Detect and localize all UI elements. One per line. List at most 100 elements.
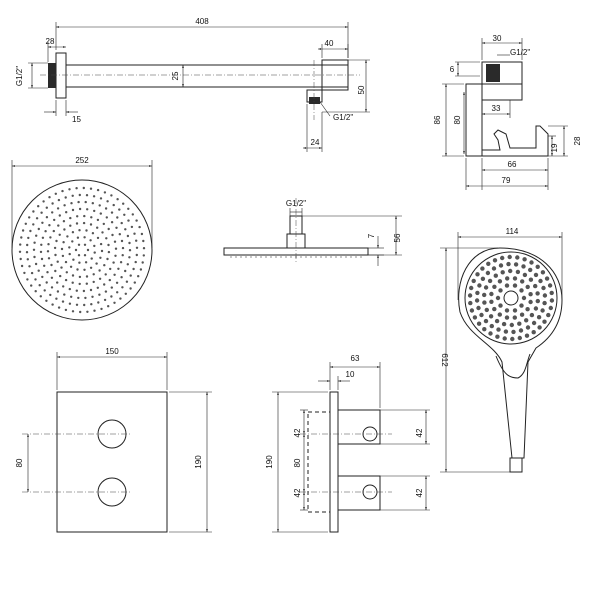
- holder-inner-offset-label: 33: [492, 104, 501, 113]
- nozzle-dot: [535, 264, 540, 269]
- nozzle-dot: [501, 321, 507, 327]
- nozzle-dot: [41, 275, 44, 279]
- hand-shower-outline: [458, 247, 563, 459]
- nozzle-dot: [474, 298, 480, 303]
- nozzle-dot: [128, 241, 131, 245]
- nozzle-dot: [83, 236, 86, 239]
- nozzle-dot: [140, 232, 144, 236]
- nozzle-dot: [61, 300, 65, 303]
- nozzle-dot: [96, 236, 100, 240]
- nozzle-dot: [78, 229, 81, 232]
- nozzle-dot: [107, 305, 110, 308]
- holder-thread-label: G1/2": [510, 48, 530, 57]
- nozzle-dot: [105, 237, 108, 240]
- nozzle-dot: [55, 239, 58, 243]
- nozzle-dot: [20, 236, 23, 239]
- nozzle-dot: [528, 299, 533, 305]
- nozzle-dot: [64, 260, 68, 264]
- nozzle-dot: [92, 195, 96, 198]
- nozzle-dot: [120, 276, 123, 279]
- hand-shower-face: [464, 251, 558, 345]
- nozzle-dot: [96, 188, 100, 192]
- holder-body-height-label: 80: [453, 115, 462, 124]
- nozzle-dot: [92, 280, 95, 284]
- nozzle-dot: [111, 233, 114, 237]
- nozzle-dot: [69, 224, 72, 227]
- nozzle-dot: [542, 319, 547, 324]
- nozzle-dot: [509, 322, 514, 328]
- nozzle-dot: [18, 250, 22, 253]
- arm-drop-label: 50: [357, 85, 366, 94]
- holder-hook: [482, 125, 549, 157]
- nozzle-dot: [126, 263, 129, 266]
- nozzle-dot: [45, 281, 48, 284]
- arm-tube-height-label: 25: [171, 71, 180, 80]
- nozzle-dot: [46, 271, 49, 274]
- nozzle-dot: [128, 256, 131, 259]
- nozzle-dot: [83, 214, 86, 218]
- nozzle-dot: [35, 234, 38, 237]
- valve-side-plate-label: 10: [346, 370, 355, 379]
- nozzle-dot: [132, 267, 135, 271]
- head-nozzle-pattern: [18, 186, 146, 314]
- nozzle-dot: [60, 247, 64, 251]
- hand-width-label: 114: [506, 227, 519, 236]
- nozzle-dot: [133, 232, 136, 235]
- hand-shower-button: [495, 353, 531, 379]
- nozzle-dot: [103, 283, 106, 286]
- nozzle-dot: [502, 336, 507, 341]
- nozzle-dot: [531, 330, 536, 335]
- nozzle-dot: [497, 312, 502, 317]
- nozzle-dot: [116, 291, 119, 294]
- nozzle-dot: [78, 261, 81, 264]
- nozzle-dot: [517, 321, 522, 326]
- nozzle-dot: [57, 306, 61, 309]
- nozzle-dot: [131, 213, 134, 216]
- nozzle-dot: [121, 254, 124, 257]
- nozzle-dot: [495, 295, 501, 301]
- nozzle-dot: [82, 186, 86, 190]
- nozzle-dot: [123, 213, 126, 216]
- nozzle-dot: [29, 229, 32, 233]
- nozzle-dot: [479, 312, 484, 318]
- nozzle-dot: [100, 249, 104, 253]
- nozzle-dot: [548, 305, 553, 311]
- nozzle-dot: [533, 272, 539, 278]
- nozzle-dot: [469, 285, 474, 291]
- nozzle-dot: [71, 281, 74, 284]
- nozzle-dot: [531, 320, 537, 326]
- nozzle-dot: [91, 232, 95, 235]
- nozzle-dot: [540, 270, 546, 275]
- nozzle-dot: [48, 196, 51, 199]
- holder-top-block: [481, 61, 523, 85]
- nozzle-dot: [483, 285, 489, 290]
- nozzle-dot: [32, 210, 35, 213]
- nozzle-dot: [492, 284, 497, 289]
- nozzle-dot: [528, 277, 534, 282]
- nozzle-dot: [549, 290, 554, 296]
- arm-wall-flange: [55, 52, 67, 99]
- nozzle-dot: [77, 296, 80, 300]
- nozzle-dot: [54, 269, 57, 273]
- valve-side-knob-top: [337, 409, 381, 445]
- nozzle-dot: [498, 303, 503, 308]
- nozzle-dot: [508, 268, 513, 274]
- nozzle-dot: [46, 250, 50, 253]
- nozzle-dot: [505, 276, 510, 281]
- nozzle-dot: [57, 198, 61, 202]
- nozzle-dot: [78, 275, 82, 279]
- nozzle-dot: [71, 231, 75, 234]
- nozzle-dot: [130, 225, 134, 229]
- nozzle-dot: [493, 273, 498, 278]
- nozzle-dot: [26, 258, 29, 261]
- nozzle-dot: [70, 295, 73, 298]
- nozzle-dot: [26, 243, 29, 247]
- nozzle-dot: [488, 331, 493, 336]
- nozzle-dot: [107, 250, 111, 254]
- nozzle-dot: [98, 277, 102, 280]
- nozzle-dot: [89, 288, 93, 292]
- holder-top-width-label: 30: [493, 34, 502, 43]
- nozzle-dot: [116, 198, 119, 201]
- nozzle-dot: [125, 280, 129, 283]
